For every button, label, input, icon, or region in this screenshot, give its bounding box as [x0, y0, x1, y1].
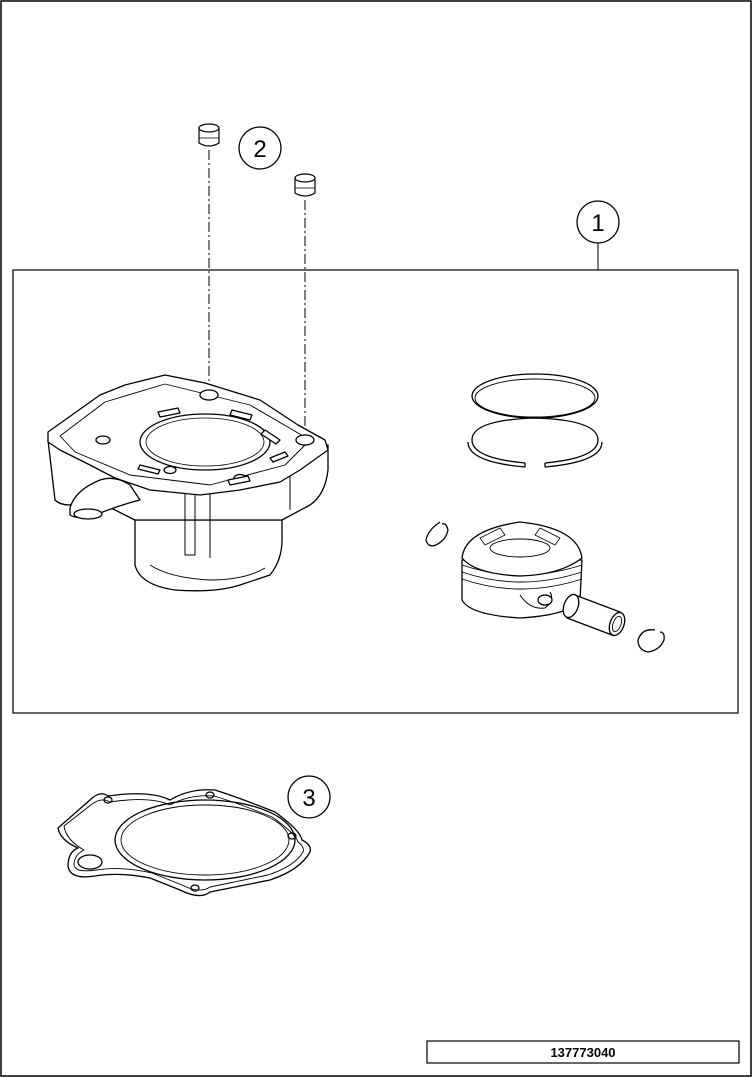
circlip-right [637, 629, 665, 653]
cylinder-block [47, 374, 329, 592]
piston [461, 521, 583, 619]
callout-3-label: 3 [302, 785, 315, 812]
callout-1-label: 1 [591, 210, 604, 237]
dowel-pin-right [294, 173, 316, 197]
dowel-pin-left [198, 123, 220, 147]
cylinder-base-gasket [57, 789, 311, 897]
document-number-box: 137773040 [426, 1040, 740, 1064]
piston-ring-lower [467, 417, 603, 468]
callout-3: 3 [287, 775, 331, 819]
piston-ring-upper [471, 373, 599, 419]
circlip-left [425, 521, 449, 547]
document-number: 137773040 [550, 1045, 615, 1060]
callout-1: 1 [576, 200, 620, 244]
callout-2: 2 [238, 126, 282, 170]
piston-pin [562, 593, 626, 637]
callout-2-label: 2 [253, 136, 266, 163]
kit-group-box [12, 269, 739, 714]
